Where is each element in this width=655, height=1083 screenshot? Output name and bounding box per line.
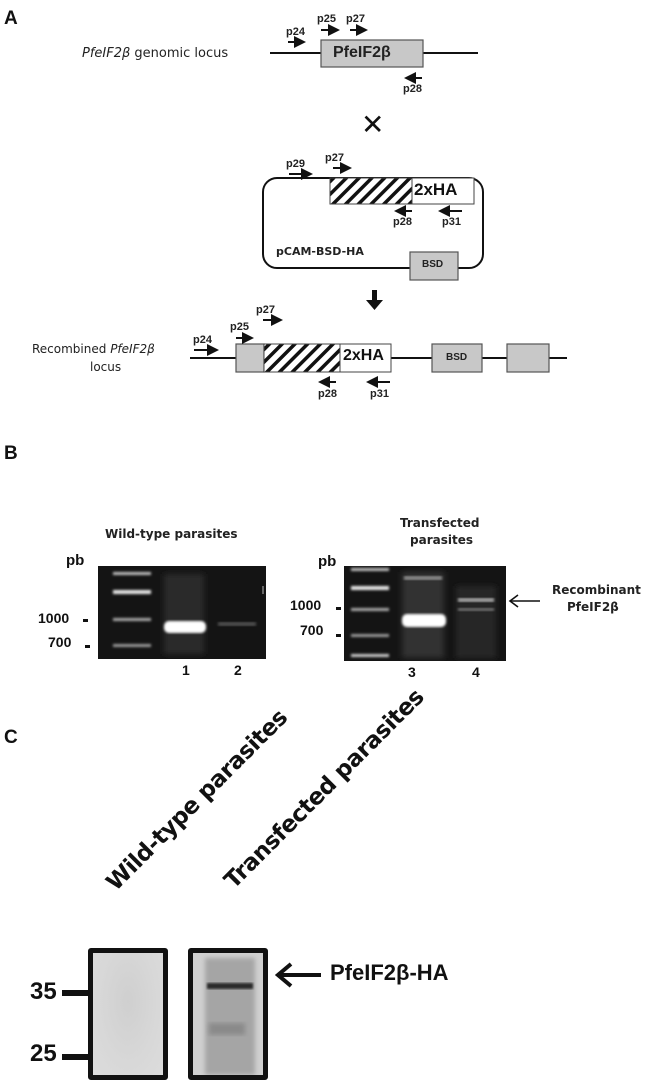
lane-4-lower-band bbox=[458, 608, 494, 611]
primer-label-p31: p31 bbox=[370, 388, 389, 400]
lane-2-band bbox=[218, 622, 256, 626]
recombined-bsd-label: BSD bbox=[446, 352, 468, 363]
primer-label-p28: p28 bbox=[318, 388, 337, 400]
plasmid-hatched-box bbox=[329, 177, 413, 205]
gel-2-marker-1000: 1000 bbox=[290, 597, 322, 613]
primer-label-p27: p27 bbox=[256, 304, 275, 316]
gel-2-tick-1000 bbox=[336, 607, 341, 610]
gel-2-ladder bbox=[351, 568, 389, 657]
recombined-grey-box bbox=[235, 343, 265, 373]
ladder-band bbox=[113, 644, 151, 647]
gel-2-title-line2: parasites bbox=[410, 533, 473, 547]
ladder-band bbox=[351, 586, 389, 590]
gel-1-tick-700 bbox=[85, 645, 90, 648]
gel-2-title-line1: Transfected bbox=[400, 516, 480, 530]
gel-2-unit-label: pb bbox=[318, 553, 337, 570]
recombined-label-gene: PfeIF2β bbox=[110, 342, 155, 356]
ladder-band bbox=[351, 568, 389, 571]
genomic-locus-label: PfeIF2β genomic locus bbox=[82, 46, 228, 61]
recombined-ha-box bbox=[339, 343, 392, 373]
lane-3-upper-band bbox=[404, 576, 442, 580]
ladder-band bbox=[113, 618, 151, 621]
ladder-band bbox=[113, 590, 151, 594]
genomic-locus-label-rest: genomic locus bbox=[130, 46, 229, 61]
mw-marker-35: 35 bbox=[30, 978, 57, 1005]
blot-wild-type bbox=[88, 948, 168, 1080]
recombinant-arrow-icon bbox=[508, 594, 540, 608]
primer-label-p27: p27 bbox=[325, 152, 344, 164]
primer-label-p25: p25 bbox=[230, 321, 249, 333]
primer-label-p24: p24 bbox=[193, 334, 212, 346]
plasmid-bsd-box bbox=[409, 251, 459, 281]
mw-marker-25: 25 bbox=[30, 1040, 57, 1067]
down-arrow-head bbox=[366, 300, 383, 310]
lane-1-band bbox=[164, 621, 206, 633]
panel-a-letter: A bbox=[4, 8, 18, 29]
lane-4-recombinant-band bbox=[458, 598, 494, 602]
gel-2-marker-700: 700 bbox=[300, 622, 324, 638]
primer-label-p29: p29 bbox=[286, 158, 305, 170]
lane-4-smear bbox=[456, 586, 496, 658]
recombined-ha-box-label: 2xHA bbox=[343, 347, 384, 364]
down-arrow-shaft bbox=[372, 290, 377, 301]
recombinant-label-line2: PfeIF2β bbox=[567, 600, 619, 614]
gel-1 bbox=[98, 566, 266, 659]
recombined-locus-label: Recombined PfeIF2β bbox=[32, 342, 155, 356]
band-lower bbox=[209, 1023, 245, 1035]
gel-1-title: Wild-type parasites bbox=[105, 527, 238, 541]
genomic-locus-gene-name: PfeIF2β bbox=[82, 46, 131, 61]
blot-smear bbox=[205, 958, 255, 1075]
mw-tick-35 bbox=[62, 990, 90, 996]
primer-label-p27: p27 bbox=[346, 13, 365, 25]
lane-label-1: 1 bbox=[182, 662, 190, 678]
genomic-gene-box bbox=[320, 39, 424, 68]
gel-1-edge-artifact bbox=[262, 586, 264, 594]
recombined-label-prefix: Recombined bbox=[32, 342, 111, 356]
lane-1-smear bbox=[164, 574, 204, 654]
gel-2 bbox=[344, 566, 506, 661]
panel-c-letter: C bbox=[4, 727, 18, 748]
cross-symbol: ✕ bbox=[361, 109, 385, 140]
blot-transfected-membrane bbox=[193, 953, 263, 1075]
gel-2-tick-700 bbox=[336, 634, 341, 637]
blot-lane-label-transfected: Transfected parasites bbox=[219, 684, 430, 894]
band-label-pfeif2b-ha: PfeIF2β-HA bbox=[330, 960, 449, 985]
lane-label-2: 2 bbox=[234, 662, 242, 678]
lane-label-3: 3 bbox=[408, 664, 416, 680]
primer-label-p25: p25 bbox=[317, 13, 336, 25]
recombined-locus-label-line2: locus bbox=[90, 360, 122, 374]
lane-label-4: 4 bbox=[472, 664, 480, 680]
mw-tick-25 bbox=[62, 1054, 90, 1060]
blot-transfected bbox=[188, 948, 268, 1080]
ladder-band bbox=[351, 608, 389, 611]
primer-label-p24: p24 bbox=[286, 26, 305, 38]
gel-1-tick-1000 bbox=[83, 619, 88, 622]
plasmid-ha-box-label: 2xHA bbox=[414, 180, 458, 199]
construct-diagram bbox=[190, 24, 567, 388]
plasmid-bsd-label: BSD bbox=[422, 259, 444, 270]
recombined-bsd-box bbox=[431, 343, 483, 373]
gel-1-ladder bbox=[113, 572, 151, 647]
primer-label-p28: p28 bbox=[393, 216, 412, 228]
ladder-band bbox=[351, 654, 389, 657]
plasmid-ha-box bbox=[411, 177, 475, 205]
ladder-band bbox=[113, 572, 151, 575]
gel-1-marker-700: 700 bbox=[48, 634, 72, 650]
ladder-band bbox=[351, 634, 389, 637]
recombinant-label-line1: Recombinant bbox=[552, 583, 641, 597]
lane-3-band bbox=[402, 614, 446, 627]
band-pfeif2b-ha bbox=[207, 983, 253, 989]
gel-1-marker-1000: 1000 bbox=[38, 610, 70, 626]
recombined-downstream-box bbox=[506, 343, 550, 373]
panel-b-letter: B bbox=[4, 443, 18, 464]
genomic-gene-box-label: PfeIF2β bbox=[333, 44, 391, 61]
plasmid-name: pCAM-BSD-HA bbox=[276, 245, 364, 258]
primer-label-p28: p28 bbox=[403, 83, 422, 95]
gel-1-unit-label: pb bbox=[66, 552, 85, 569]
primer-label-p31: p31 bbox=[442, 216, 461, 228]
recombined-hatched-box bbox=[263, 343, 341, 373]
blot-wild-type-membrane bbox=[93, 953, 163, 1075]
band-arrow-icon bbox=[275, 962, 321, 988]
